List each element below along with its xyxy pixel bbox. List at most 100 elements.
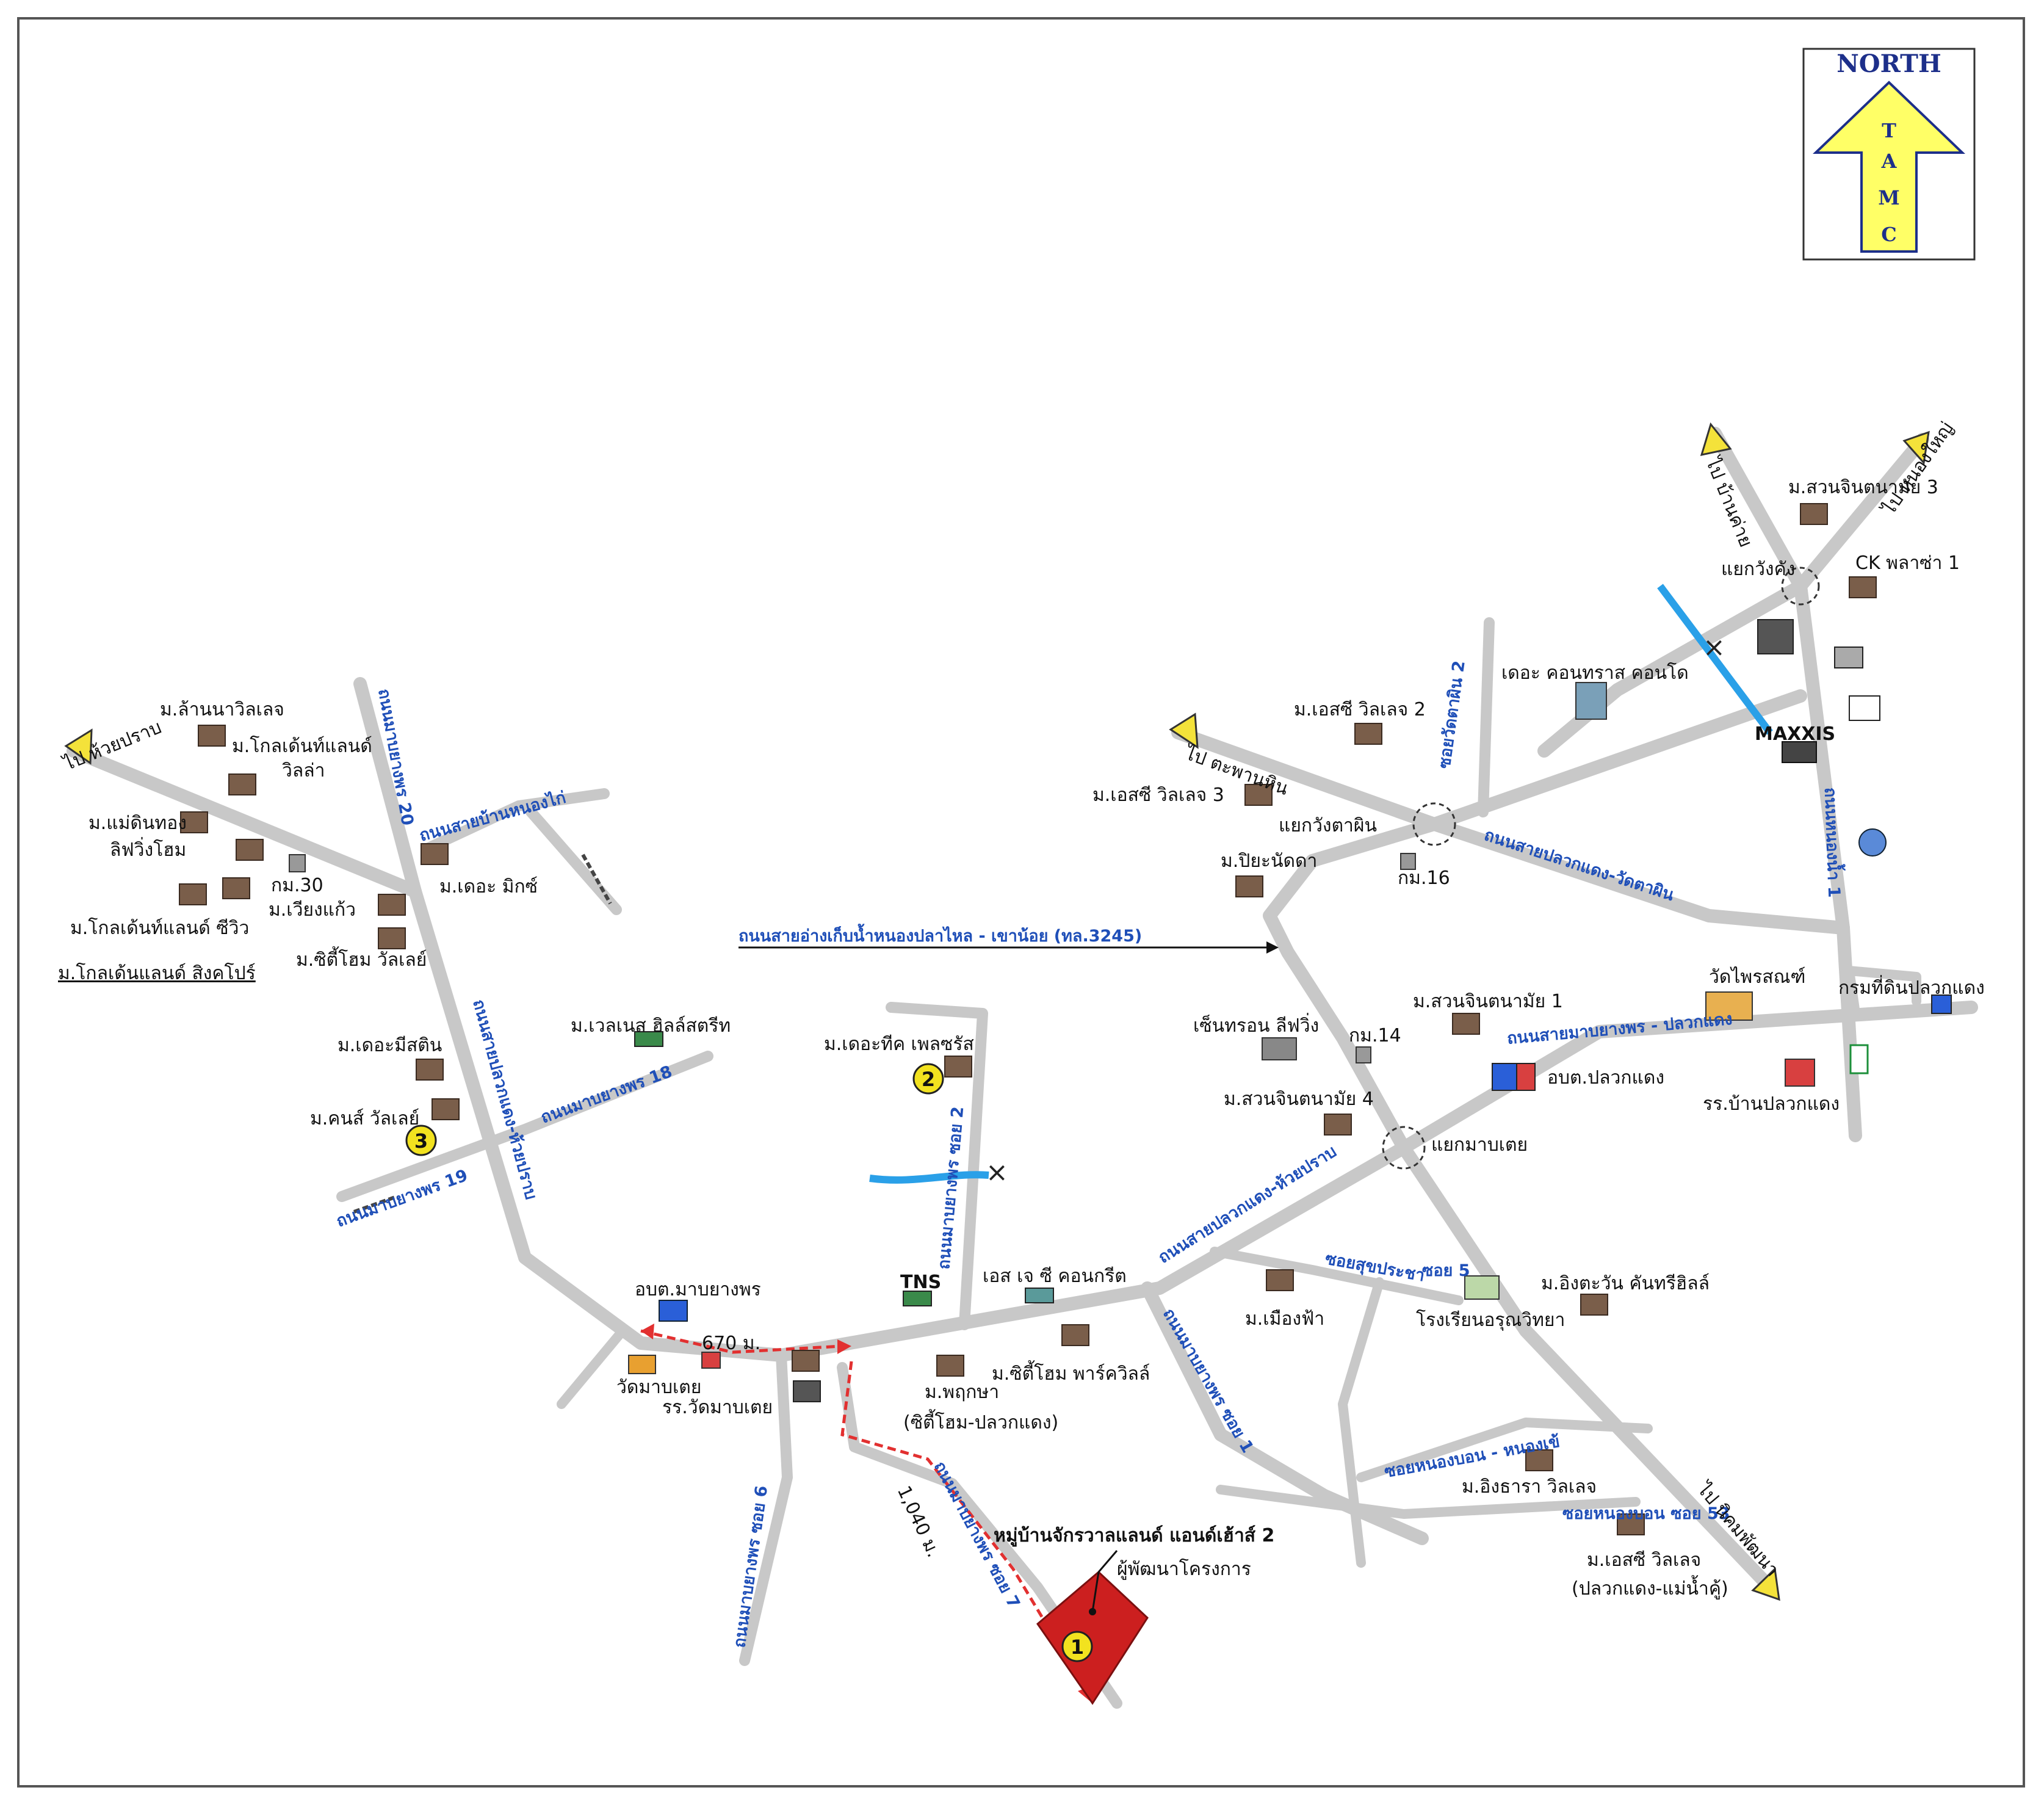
road-pluak-stub <box>1844 966 1921 1018</box>
building-icon <box>634 1031 663 1047</box>
house-icon <box>792 1350 820 1372</box>
direction-chonburi-label: ไป หนองใหญ่ <box>1877 418 1958 520</box>
place-km16: กม.16 <box>1398 868 1450 889</box>
km-post-icon <box>1400 853 1416 870</box>
road-nongbon <box>1356 1418 1653 1482</box>
building-icon <box>1757 619 1794 654</box>
place-m-city-home: ม.ซิตี้โฮม วัลเลย์ <box>296 946 427 971</box>
house-icon <box>179 883 207 905</box>
building-icon <box>1849 695 1880 721</box>
highway-3245-label: ถนนสายอ่างเก็บน้ำหนองปลาไหล - เขาน้อย (ท… <box>739 923 1142 946</box>
house-icon <box>180 811 208 833</box>
road-nikhom <box>1397 1141 1777 1594</box>
km-post-icon <box>289 854 306 872</box>
place-m-kan: ม.คนส์ วัลเลย์ <box>310 1108 419 1129</box>
building-icon <box>659 1300 688 1322</box>
place-wat-pluak: วัดไพรสณฑ์ <box>1709 966 1805 988</box>
place-m-wancha: ม.เวลเนส ฮิลล์สตรีท <box>571 1015 731 1037</box>
house-icon <box>1525 1449 1553 1471</box>
marker-1 <box>1061 1631 1093 1662</box>
temple-icon <box>1705 991 1753 1021</box>
house-icon <box>421 843 449 865</box>
road-highway-3245 <box>1263 817 1441 1154</box>
compass-letter-t: T <box>1882 119 1896 142</box>
place-m-suanchin1: ม.สวนจินตนามัย 1 <box>1413 991 1563 1012</box>
place-m-the-mexi: ม.เดอะมีสติน <box>338 1035 442 1056</box>
junction-circles <box>1382 567 1820 1170</box>
road-label-nongnam: ถนนหนองน้ำ 1 <box>1821 787 1847 898</box>
junction-mabkhae-circle <box>1382 1126 1426 1170</box>
road-diagonal <box>1537 579 1807 758</box>
place-sj-concrete: เอส เจ ซี คอนกรีต <box>983 1266 1127 1287</box>
house-icon <box>1266 1269 1294 1291</box>
place-krom: กรมที่ดินปลวกแดง <box>1838 975 1985 999</box>
house-icon <box>936 1355 964 1377</box>
school-icon <box>1785 1059 1815 1087</box>
house-icon <box>944 1056 972 1078</box>
marker-3 <box>405 1125 437 1156</box>
road-branch-ne <box>525 806 622 915</box>
place-m-mae-tinthong: ม.แม่ดินทอง <box>88 813 187 834</box>
road-sw-stub <box>557 1326 627 1409</box>
place-centron: เซ็นทรอน ลีฟวิ่ง <box>1193 1013 1319 1037</box>
road-mabyangporn-20 <box>353 677 422 898</box>
place-km30: กม.30 <box>271 875 323 896</box>
place-obt-pluak: อบต.ปลวกแดง <box>1547 1067 1664 1089</box>
compass-letter-a: A <box>1881 150 1898 173</box>
place-m-city-village3: ม.เอสซี วิลเลจ 3 <box>1092 784 1224 806</box>
house-icon <box>228 773 256 795</box>
road-label-soi5: ซอย 5 <box>1422 1261 1470 1280</box>
place-m-piya: ม.ปิยะนัดดา <box>1221 850 1317 872</box>
place-school-center: โรงเรียนอรุณวิทยา <box>1416 1309 1565 1331</box>
house-icon <box>416 1059 444 1081</box>
building-icon <box>1492 1063 1517 1091</box>
house-icon <box>236 839 264 861</box>
road-label-mabyangporn-18: ถนนมาบยางพร 18 <box>538 1062 675 1128</box>
place-m-ingthara: ม.อิงธารา วิลเลจ <box>1462 1476 1597 1498</box>
arrow-to-sapanse-icon <box>1169 712 1199 749</box>
north-arrow-icon <box>1813 81 1965 253</box>
house-icon <box>1452 1013 1480 1035</box>
house-icon <box>432 1098 460 1120</box>
place-m-sc-village-sub: (ปลวกแดง-แม่น้ำคู้) <box>1572 1575 1728 1599</box>
school-icon <box>1464 1275 1500 1300</box>
building-icon <box>793 1380 821 1402</box>
road-nongbon-53 <box>1216 1485 1641 1519</box>
marker-2 <box>912 1063 944 1095</box>
maxxis-icon <box>1782 741 1817 763</box>
place-m-phrukksa: ม.พฤกษา <box>925 1382 999 1403</box>
place-m-tippaya: ลิฟวิ่งโฮม <box>110 837 186 861</box>
post-office-icon <box>1931 994 1952 1014</box>
road-label-banhuayhai: ถนนสายบ้านหนองไก่ <box>417 788 568 846</box>
road-mabyangporn-soi6 <box>739 1350 793 1666</box>
house-icon <box>1324 1114 1352 1136</box>
marker-2-label: 2 <box>922 1068 935 1091</box>
house-icon <box>1244 784 1273 806</box>
place-m-golden-sing: ม.โกลเด้นแลนด์ สิงคโปร์ <box>58 962 256 984</box>
place-m-suanchin3: ม.สวนจินตนามัย 3 <box>1788 477 1938 498</box>
junction-mabkhae-label: แยกมาบเตย <box>1431 1134 1528 1156</box>
road-banhuayhai <box>422 788 610 854</box>
arrow-to-nikhom-icon <box>1751 1567 1780 1601</box>
place-m-ingtawan: ม.อิงตะวัน คันทรีฮิลล์ <box>1541 1273 1710 1294</box>
road-label-mabyangporn-soi1: ถนนมาบยางพร ซอย 1 <box>1159 1305 1257 1456</box>
arrow-to-huaypong-icon <box>64 728 93 765</box>
canal-marks: ⨯ ⨯ <box>869 584 1773 1188</box>
place-m-the-mix: ม.เดอะ มิกซ์ <box>439 876 538 897</box>
temple-icon <box>628 1355 656 1374</box>
house-icon <box>1235 875 1263 897</box>
place-m-suanchin4: ม.สวนจินตนามัย 4 <box>1224 1089 1374 1110</box>
road-mabyangporn-18 <box>336 1051 713 1202</box>
km-post-icon <box>1356 1046 1371 1063</box>
place-the-condo: เดอะ คอนทราส คอนโด <box>1501 662 1689 684</box>
marker-1-label: 1 <box>1071 1636 1084 1659</box>
place-m-citihome-park: ม.ซิตี้โฮม พาร์ควิลล์ <box>992 1360 1150 1385</box>
road-pk-wattaphin <box>1428 817 1850 935</box>
house-icon <box>378 894 406 916</box>
place-km14: กม.14 <box>1349 1025 1401 1046</box>
place-ck-plaza: CK พลาซ่า 1 <box>1855 552 1960 574</box>
place-school-pluak: รร.บ้านปลวกแดง <box>1703 1093 1840 1115</box>
road-label-mabyangporn-soi2: ถนนมาบยางพร ซอย 2 <box>934 1106 967 1270</box>
road-mabyangporn-soi1 <box>1141 1281 1429 1545</box>
place-villa: วิลล่า <box>282 760 325 781</box>
